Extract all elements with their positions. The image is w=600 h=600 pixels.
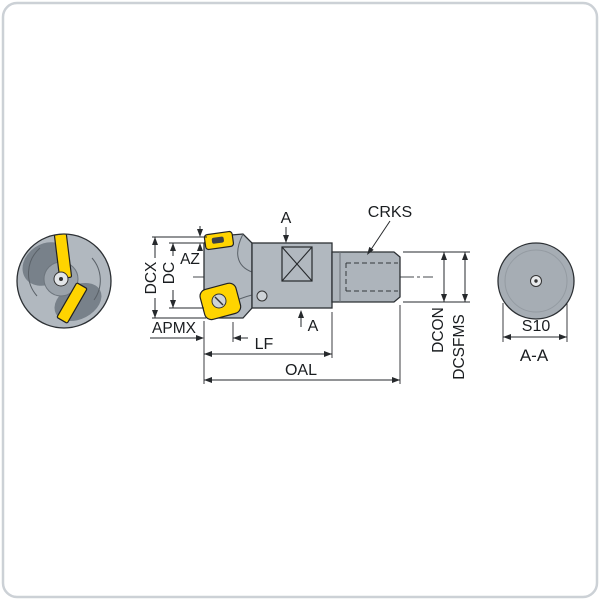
label-a-bottom: A — [308, 318, 319, 335]
flute-edge-line — [91, 257, 101, 301]
callout-crks: CRKS — [367, 204, 412, 255]
dim-lf: LF — [203, 312, 333, 384]
section-arrow-top: A — [281, 210, 292, 243]
section-arrow-bottom: A — [298, 310, 319, 335]
front-view — [16, 233, 112, 329]
label-apmx: APMX — [152, 320, 197, 337]
label-dcon: DCON — [430, 307, 447, 353]
dim-az: AZ — [180, 226, 203, 268]
label-a-top: A — [281, 210, 292, 227]
dim-apmx: APMX — [150, 320, 248, 342]
cutter-outline — [16, 233, 112, 329]
center-dot — [59, 277, 63, 281]
section-inner-ring — [504, 249, 568, 313]
flute-curve-top — [237, 233, 253, 273]
section-cut-box — [281, 246, 313, 282]
label-dc: DC — [161, 262, 178, 284]
label-dcsfms: DCSFMS — [451, 314, 468, 379]
side-view — [193, 230, 433, 321]
flute-edge-line — [27, 247, 41, 297]
dim-dcsfms: DCSFMS — [451, 252, 468, 380]
dim-s10: S10 — [502, 303, 568, 342]
dim-dc: DC — [161, 242, 204, 309]
label-oal: OAL — [285, 362, 317, 379]
label-dcx: DCX — [143, 261, 160, 294]
insert-side-bottom — [199, 282, 242, 321]
pocket-screw — [256, 290, 268, 302]
label-crks: CRKS — [368, 204, 412, 221]
insert-side-top — [203, 230, 235, 251]
dim-oal: OAL — [204, 305, 401, 384]
dim-dcx: DCX — [143, 236, 207, 319]
label-az: AZ — [180, 251, 200, 268]
label-s10: S10 — [522, 318, 551, 335]
dimensions: DCX DC AZ APMX — [143, 204, 470, 384]
label-section-title: A-A — [520, 346, 549, 365]
section-view: S10 A-A — [497, 242, 575, 365]
label-lf: LF — [255, 336, 274, 353]
shank — [331, 251, 401, 303]
section-center-dot — [534, 279, 538, 283]
insert-front-bottom — [56, 282, 88, 324]
dim-dcon: DCON — [403, 251, 470, 353]
